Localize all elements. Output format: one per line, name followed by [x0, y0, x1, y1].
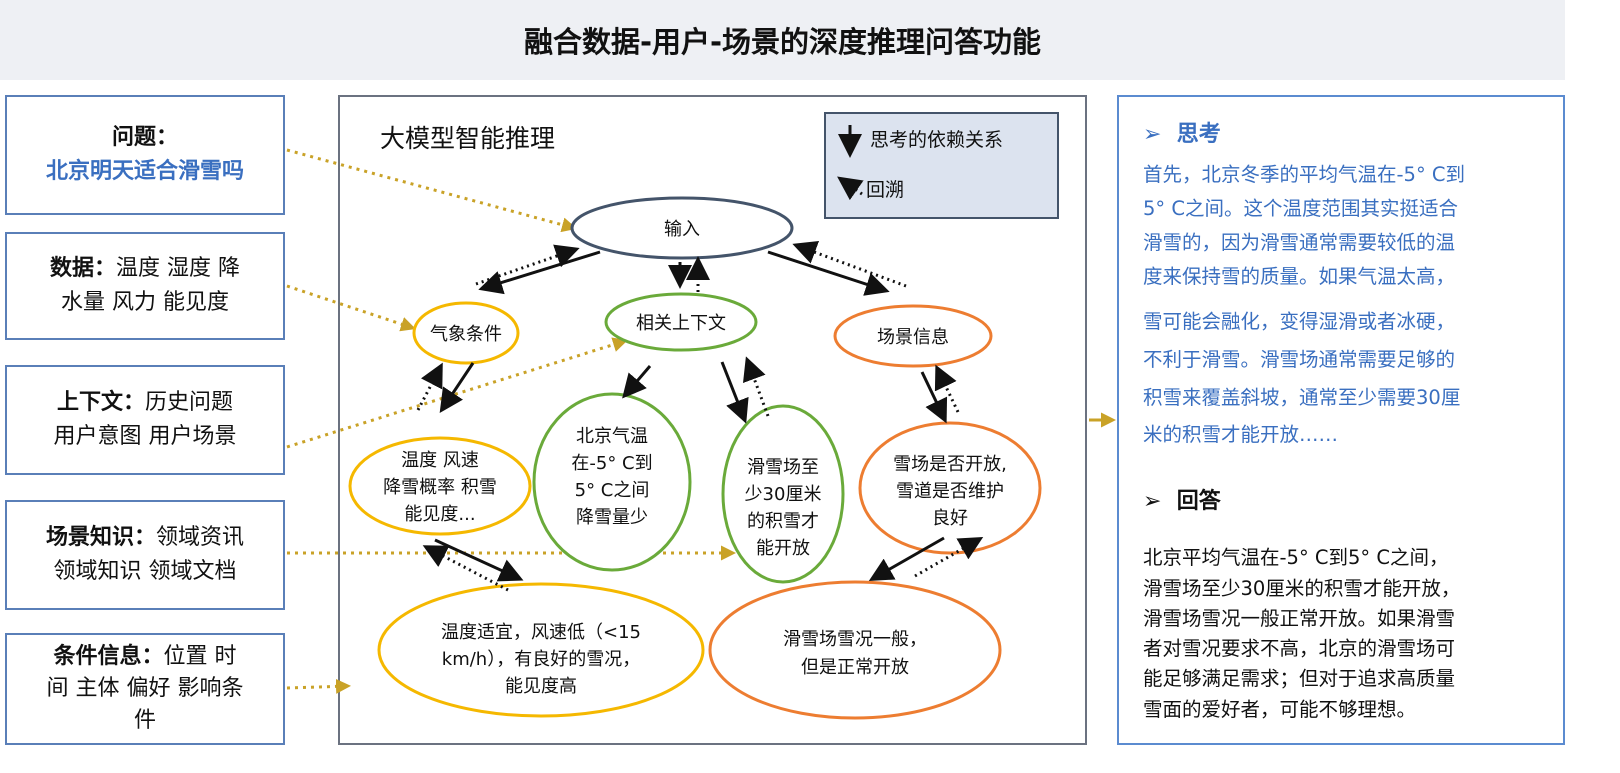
question-label: 问题：: [111, 125, 178, 150]
conclusion-weather-line: 温度适宜，风速低（<15: [441, 622, 641, 643]
node-scene: [833, 304, 993, 368]
context-box: 上下文：历史问题 用户意图 用户场景: [5, 365, 285, 475]
backtrack-arrows: [416, 240, 984, 592]
scene-knowledge-line: 领域知识 领域文档: [53, 559, 237, 584]
node-context: [604, 292, 758, 352]
open-status-line: 良好: [932, 508, 968, 529]
context-label: 相关上下文: [636, 313, 726, 334]
think-heading-text: 思考: [1176, 122, 1221, 147]
context-line: 历史问题: [145, 390, 234, 415]
beijing-temp-line: 北京气温: [576, 426, 648, 447]
arrow-bullet-icon: ➢: [1143, 122, 1162, 147]
weather-label: 气象条件: [430, 324, 502, 345]
ski-snow-line: 的积雪才: [747, 511, 819, 532]
think-heading: ➢ 思考: [1143, 116, 1221, 148]
conclusion-scene-line: 但是正常开放: [801, 657, 909, 678]
scene-knowledge-box: 场景知识：领域资讯 领域知识 领域文档: [5, 500, 285, 610]
answer-heading: ➢ 回答: [1143, 483, 1221, 515]
legend: 思考的依赖关系 回溯: [824, 112, 1059, 219]
weather-detail-line: 降雪概率 积雪: [383, 477, 497, 498]
page-title: 融合数据-用户-场景的深度推理问答功能: [0, 0, 1565, 80]
data-box: 数据：温度 湿度 降 水量 风力 能见度: [5, 232, 285, 340]
scene-label: 场景信息: [877, 327, 949, 348]
answer-line: 滑雪场雪况一般正常开放。如果滑雪: [1143, 607, 1456, 630]
answer-line: 雪面的爱好者，可能不够理想。: [1143, 698, 1417, 721]
ski-snow-line: 能开放: [756, 538, 810, 559]
answer-heading-text: 回答: [1176, 489, 1221, 514]
title-text: 融合数据-用户-场景的深度推理问答功能: [523, 25, 1042, 59]
node-open-status: [858, 421, 1042, 555]
panel-title: 大模型智能推理: [380, 124, 555, 153]
condition-line: 间 主体 偏好 影响条: [46, 676, 244, 701]
answer-line: 者对雪况要求不高，北京的滑雪场可: [1143, 637, 1456, 660]
data-line: 水量 风力 能见度: [61, 290, 229, 315]
data-link: [286, 284, 416, 332]
open-status-line: 雪场是否开放,: [893, 454, 1007, 475]
open-status-line: 雪道是否维护: [896, 481, 1004, 502]
reasoning-panel: [338, 95, 1087, 745]
answer-line: 北京平均气温在-5° C到5° C之间，: [1143, 546, 1449, 569]
answer-line: 能足够满足需求；但对于追求高质量: [1143, 667, 1456, 690]
conclusion-weather-line: 能见度高: [505, 676, 577, 697]
node-input: [570, 196, 794, 260]
question-link: [286, 148, 577, 233]
condition-box: 条件信息：位置 时 间 主体 偏好 影响条 件: [5, 633, 285, 745]
question-box: 问题： 北京明天适合滑雪吗: [5, 95, 285, 215]
condition-line: 件: [133, 708, 156, 733]
scene-knowledge-line: 领域资讯: [156, 525, 245, 550]
input-label: 输入: [664, 219, 700, 240]
condition-line: 位置 时: [163, 644, 237, 669]
answer-line: 滑雪场至少30厘米的积雪才能开放，: [1143, 577, 1461, 600]
think-line: 积雪来覆盖斜坡，通常至少需要30厘: [1143, 386, 1461, 409]
data-line: 温度 湿度 降: [116, 256, 240, 281]
data-label: 数据：: [49, 256, 116, 281]
node-conclusion-weather: [377, 582, 705, 718]
arrow-bullet-icon: ➢: [1143, 489, 1162, 514]
ski-snow-line: 滑雪场至: [747, 457, 819, 478]
think-line: 不利于滑雪。滑雪场通常需要足够的: [1143, 348, 1456, 371]
think-line: 米的积雪才能开放……: [1143, 423, 1339, 446]
legend-backtrack: 回溯: [866, 179, 904, 201]
context-line: 用户意图 用户场景: [53, 424, 237, 449]
node-ski-snow: [721, 404, 845, 584]
beijing-temp-line: 降雪量少: [576, 507, 648, 528]
think-line: 雪可能会融化，变得湿滑或者冰硬，: [1143, 310, 1456, 333]
ski-snow-line: 少30厘米: [745, 484, 822, 505]
think-line: 度来保持雪的质量。如果气温太高，: [1143, 265, 1456, 288]
think-line: 滑雪的，因为滑雪通常需要较低的温: [1143, 231, 1456, 254]
condition-link: [286, 678, 351, 694]
think-line: 5° C之间。这个温度范围其实挺适合: [1143, 197, 1458, 220]
backtrack-arrow-icon: [837, 176, 864, 201]
weather-detail-line: 温度 风速: [401, 450, 479, 471]
scene-knowledge-label: 场景知识：: [45, 525, 156, 550]
weather-detail-line: 能见度...: [404, 504, 475, 525]
legend-dependency: 思考的依赖关系: [870, 129, 1003, 151]
question-value: 北京明天适合滑雪吗: [45, 159, 244, 184]
conclusion-weather-line: km/h），有良好的雪况，: [442, 649, 640, 670]
node-beijing-temp: [532, 392, 692, 572]
context-label: 上下文：: [56, 390, 145, 415]
condition-label: 条件信息：: [53, 644, 164, 669]
beijing-temp-line: 在-5° C到: [571, 453, 652, 474]
output-panel: [1117, 95, 1565, 745]
node-weather: [412, 301, 520, 365]
dependency-arrows: [434, 250, 948, 582]
beijing-temp-line: 5° C之间: [575, 480, 650, 501]
think-line: 首先，北京冬季的平均气温在-5° C到: [1143, 163, 1466, 186]
conclusion-scene-line: 滑雪场雪况一般，: [783, 629, 927, 650]
node-weather-detail: [348, 436, 532, 536]
node-conclusion-scene: [708, 580, 1002, 720]
